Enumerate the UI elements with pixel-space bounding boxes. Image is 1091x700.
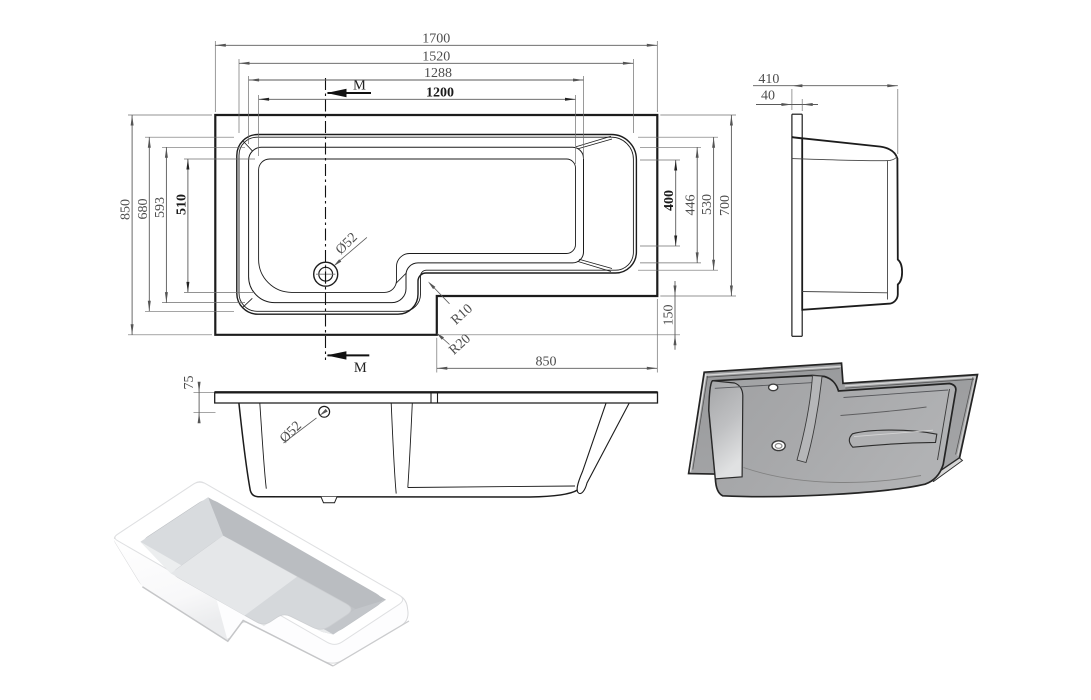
svg-text:1700: 1700: [422, 31, 450, 46]
svg-text:1200: 1200: [426, 85, 454, 100]
svg-text:1520: 1520: [422, 49, 450, 64]
svg-text:446: 446: [684, 195, 699, 216]
svg-text:M: M: [353, 78, 366, 94]
svg-text:150: 150: [662, 305, 677, 326]
svg-text:593: 593: [153, 197, 168, 218]
svg-text:M: M: [354, 360, 367, 376]
svg-text:75: 75: [182, 376, 197, 390]
svg-text:680: 680: [136, 199, 151, 220]
svg-text:530: 530: [700, 194, 715, 215]
svg-text:850: 850: [119, 199, 134, 220]
svg-text:510: 510: [174, 194, 189, 215]
svg-text:40: 40: [761, 89, 775, 104]
svg-text:400: 400: [662, 190, 677, 211]
svg-text:700: 700: [718, 195, 733, 216]
svg-text:410: 410: [758, 72, 779, 87]
svg-text:1288: 1288: [424, 66, 452, 81]
svg-text:850: 850: [536, 354, 557, 369]
